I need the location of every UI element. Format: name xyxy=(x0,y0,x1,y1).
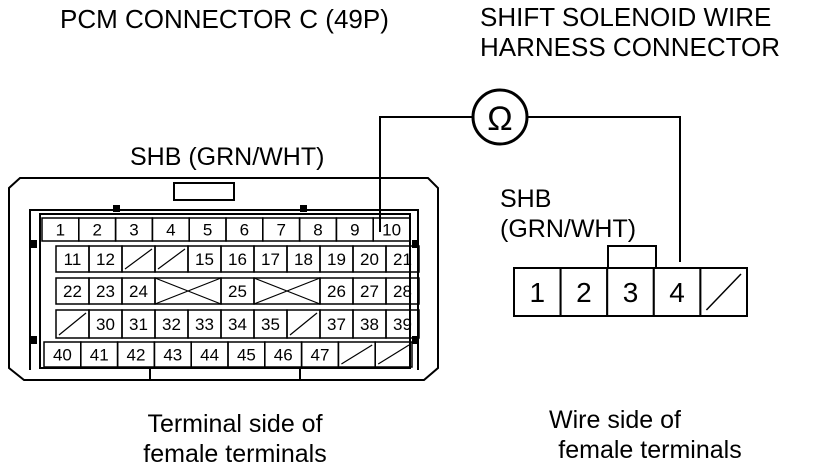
pcm-caption-line2: female terminals xyxy=(143,440,326,468)
pcm-terminal-number: 45 xyxy=(237,346,256,365)
pcm-terminal-number: 32 xyxy=(162,315,181,334)
pcm-side-mark xyxy=(31,336,37,344)
pcm-terminal-cell xyxy=(385,309,420,339)
pcm-terminal-number: 34 xyxy=(228,315,247,334)
pcm-terminal-number: 33 xyxy=(195,315,214,334)
pcm-terminal-number: 31 xyxy=(129,315,148,334)
ohm-symbol: Ω xyxy=(487,100,512,138)
pcm-terminal-number: 35 xyxy=(261,315,280,334)
pcm-unused-slash xyxy=(289,312,318,336)
pcm-unused-slash xyxy=(157,248,186,270)
pcm-unused-slash xyxy=(124,248,153,270)
pcm-terminal-number: 39 xyxy=(393,315,412,334)
solenoid-unused-slash xyxy=(705,273,742,311)
solenoid-wire-label-line1: SHB xyxy=(500,185,551,213)
pcm-terminal-number: 38 xyxy=(360,315,379,334)
pcm-terminal-number: 8 xyxy=(313,221,322,240)
solenoid-terminal-number: 4 xyxy=(669,277,685,308)
pcm-side-mark xyxy=(412,240,418,248)
pcm-terminal-number: 18 xyxy=(294,250,313,269)
pcm-blank-cavity-cross xyxy=(253,277,321,305)
pcm-terminal-cell xyxy=(385,277,420,305)
pcm-terminal-number: 24 xyxy=(129,282,148,301)
pcm-terminal-cell xyxy=(374,341,413,368)
pcm-terminal-number: 26 xyxy=(327,282,346,301)
pcm-key-mark-left xyxy=(113,205,120,212)
ohm-meter-icon xyxy=(471,88,529,146)
pcm-terminal-face xyxy=(39,213,411,369)
pcm-terminal-number: 19 xyxy=(327,250,346,269)
pcm-terminal-number: 23 xyxy=(96,282,115,301)
pcm-connector-title: PCM CONNECTOR C (49P) xyxy=(60,4,389,34)
pcm-terminal-number: 40 xyxy=(53,346,72,365)
pcm-terminal-number: 7 xyxy=(276,221,285,240)
solenoid-terminal-number: 2 xyxy=(576,277,592,308)
pcm-terminal-number: 16 xyxy=(228,250,247,269)
pcm-unused-slash xyxy=(377,344,410,365)
pcm-terminal-number: 42 xyxy=(127,346,146,365)
pcm-terminal-number: 4 xyxy=(166,221,175,240)
solenoid-title-line2: HARNESS CONNECTOR xyxy=(480,32,780,62)
pcm-side-mark xyxy=(412,336,418,344)
pcm-terminal-cell xyxy=(372,217,411,242)
pcm-terminal-number: 11 xyxy=(64,250,82,269)
solenoid-terminal-number: 3 xyxy=(623,277,639,308)
pcm-terminal-number: 3 xyxy=(129,221,138,240)
pcm-terminal-number: 44 xyxy=(200,346,219,365)
pcm-terminal-number: 37 xyxy=(327,315,346,334)
solenoid-wire-label-line2: (GRN/WHT) xyxy=(500,215,636,243)
pcm-terminal-number: 1 xyxy=(56,221,65,240)
pcm-terminal-number: 27 xyxy=(360,282,379,301)
pcm-terminal-number: 20 xyxy=(360,250,379,269)
pcm-terminal-number: 47 xyxy=(311,346,330,365)
solenoid-terminal-cell xyxy=(652,267,702,317)
solenoid-terminal-cell xyxy=(559,267,609,317)
lead-wire-right xyxy=(528,116,681,262)
pcm-locking-tab xyxy=(173,182,235,201)
pcm-inner-frame xyxy=(29,209,419,370)
pcm-terminal-cell xyxy=(385,245,420,273)
pcm-terminal-number: 2 xyxy=(92,221,101,240)
pcm-unused-slash xyxy=(58,312,87,336)
lead-wire-left xyxy=(379,116,472,232)
ohmmeter: Ω xyxy=(379,88,681,262)
solenoid-title-line1: SHIFT SOLENOID WIRE xyxy=(480,2,771,32)
pcm-bottom-key xyxy=(149,368,301,381)
solenoid-locking-tab xyxy=(607,245,657,269)
pcm-terminal-number: 15 xyxy=(195,250,214,269)
solenoid-terminal-cell xyxy=(606,267,655,317)
pcm-terminal-number: 22 xyxy=(63,282,82,301)
pcm-terminal-number: 17 xyxy=(261,250,280,269)
pcm-terminal-number: 10 xyxy=(382,221,401,240)
pcm-terminal-number: 5 xyxy=(203,221,212,240)
pcm-terminal-cell xyxy=(121,277,156,305)
pcm-caption-line1: Terminal side of xyxy=(147,410,322,438)
solenoid-caption-line2: female terminals xyxy=(558,436,741,464)
pcm-terminal-number: 21 xyxy=(393,250,412,269)
pcm-key-mark-right xyxy=(300,205,307,212)
pcm-terminal-number: 28 xyxy=(393,282,412,301)
pcm-connector-housing xyxy=(8,177,439,381)
pcm-terminal-number: 6 xyxy=(240,221,249,240)
pcm-terminal-number: 41 xyxy=(90,346,109,365)
pcm-terminal-cell xyxy=(220,277,255,305)
pcm-terminal-number: 25 xyxy=(228,282,247,301)
pcm-terminal-number: 9 xyxy=(350,221,359,240)
pcm-unused-slash xyxy=(341,344,373,365)
pcm-blank-cavity-cross xyxy=(154,277,222,305)
pcm-terminal-number: 30 xyxy=(96,315,115,334)
solenoid-caption-line1: Wire side of xyxy=(549,406,681,434)
solenoid-terminal-cell xyxy=(513,267,562,317)
pcm-side-mark xyxy=(31,240,37,248)
pcm-wire-label: SHB (GRN/WHT) xyxy=(130,143,324,171)
solenoid-terminal-number: 1 xyxy=(530,277,546,308)
pcm-terminal-number: 46 xyxy=(274,346,293,365)
pcm-terminal-number: 43 xyxy=(163,346,182,365)
pcm-terminal-number: 12 xyxy=(96,250,115,269)
